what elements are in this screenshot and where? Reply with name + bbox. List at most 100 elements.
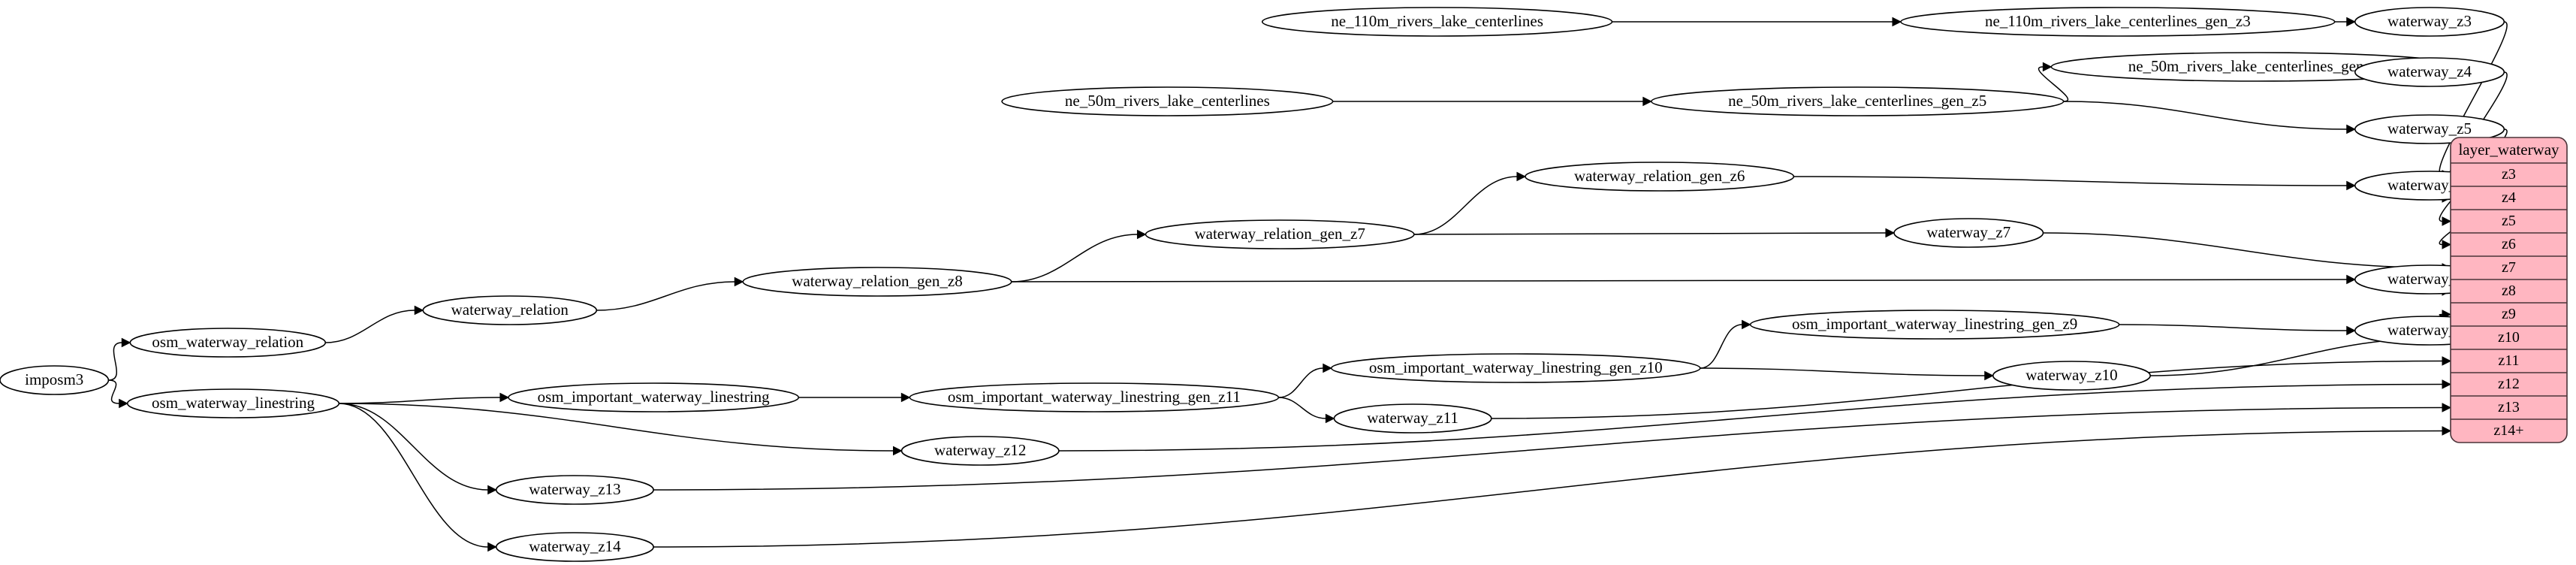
graph-edge: [798, 392, 911, 403]
graph-edge: [108, 379, 128, 409]
graph-edge: [339, 403, 497, 495]
record-row-z13[interactable]: z13: [2498, 399, 2520, 415]
graph-node-osm_important_waterway_linestring[interactable]: osm_important_waterway_linestring: [508, 382, 800, 412]
graph-node-waterway_z14[interactable]: waterway_z14: [495, 532, 654, 562]
graph-edge: [339, 403, 497, 552]
edge-arrowhead: [1323, 363, 1332, 373]
graph-node-waterway_relation_gen_z6[interactable]: waterway_relation_gen_z6: [1525, 162, 1795, 192]
node-label: waterway_z10: [2026, 366, 2117, 384]
edge-arrowhead: [1984, 370, 1994, 381]
edge-arrowhead: [2442, 216, 2452, 226]
graph-node-waterway_z7[interactable]: waterway_z7: [1893, 218, 2044, 248]
edge-arrowhead: [487, 542, 497, 552]
node-ellipse: [1333, 403, 1492, 434]
graph-node-imposm3[interactable]: imposm3: [0, 365, 110, 395]
node-ellipse: [0, 365, 110, 395]
node-label: waterway_z4: [2387, 62, 2472, 80]
graph-node-ne_110m_rivers_lake_centerlines[interactable]: ne_110m_rivers_lake_centerlines: [1261, 7, 1613, 37]
graph-node-waterway_z13[interactable]: waterway_z13: [495, 475, 654, 505]
record-row-z11[interactable]: z11: [2498, 352, 2519, 369]
graph-node-osm_waterway_relation[interactable]: osm_waterway_relation: [129, 328, 327, 358]
graph-edge: [1058, 379, 2452, 452]
record-row-z12[interactable]: z12: [2498, 376, 2520, 392]
record-row-z4[interactable]: z4: [2502, 189, 2516, 206]
node-label: osm_waterway_relation: [152, 333, 303, 351]
node-ellipse: [422, 295, 598, 325]
edge-arrowhead: [2442, 356, 2452, 366]
record-layer: layer_waterway z3 z4 z5 z6 z7 z8 z9 z10 z11 z12 z13…: [2450, 137, 2568, 443]
graph-node-waterway_relation_gen_z8[interactable]: waterway_relation_gen_z8: [742, 267, 1012, 297]
edge-arrowhead: [2042, 62, 2053, 72]
node-ellipse: [126, 388, 340, 418]
graph-node-waterway_z11[interactable]: waterway_z11: [1333, 403, 1492, 434]
graph-edge: [108, 337, 131, 381]
graph-edge: [2043, 232, 2452, 273]
graph-node-waterway_z3[interactable]: waterway_z3: [2354, 7, 2505, 37]
graph-edge: [653, 426, 2452, 548]
graph-node-waterway_z4[interactable]: waterway_z4: [2354, 57, 2505, 87]
record-title: layer_waterway: [2458, 140, 2559, 159]
edge-layer: [108, 17, 2508, 552]
edge-arrowhead: [2346, 180, 2356, 191]
record-row-z14+[interactable]: z14+: [2493, 422, 2523, 439]
graph-edge: [2119, 324, 2356, 336]
graph-node-ne_50m_rivers_lake_centerlines_gen_z5[interactable]: ne_50m_rivers_lake_centerlines_gen_z5: [1651, 86, 2065, 116]
record-row-z7[interactable]: z7: [2502, 259, 2516, 276]
graph-edge: [2038, 62, 2069, 102]
graph-node-ne_110m_rivers_lake_centerlines_gen_z3[interactable]: ne_110m_rivers_lake_centerlines_gen_z3: [1900, 7, 2336, 37]
graph-node-waterway_z10[interactable]: waterway_z10: [1992, 361, 2151, 391]
graph-edge: [339, 403, 903, 456]
graph-edge: [1011, 229, 1147, 282]
graph-node-waterway_z12[interactable]: waterway_z12: [900, 436, 1060, 466]
graph-node-waterway_relation_gen_z7[interactable]: waterway_relation_gen_z7: [1145, 219, 1415, 249]
graph-edge: [2063, 101, 2356, 134]
node-ellipse: [1330, 353, 1701, 383]
edge-arrowhead: [1516, 171, 1527, 182]
node-ellipse: [129, 328, 327, 358]
edge-arrowhead: [121, 337, 131, 348]
edge-arrowhead: [2346, 274, 2356, 285]
graph-node-waterway_z5[interactable]: waterway_z5: [2354, 114, 2505, 144]
graph-node-osm_important_waterway_linestring_gen_z10[interactable]: osm_important_waterway_linestring_gen_z1…: [1330, 353, 1701, 383]
record-row-z10[interactable]: z10: [2498, 329, 2520, 346]
graph-node-osm_waterway_linestring[interactable]: osm_waterway_linestring: [126, 388, 340, 418]
edge-arrowhead: [893, 446, 903, 456]
node-label: waterway_relation_gen_z6: [1574, 167, 1745, 185]
record-node-layer-waterway[interactable]: layer_waterway z3 z4 z5 z6 z7 z8 z9 z10 z11 z12 z13…: [2450, 137, 2568, 443]
graph-node-osm_important_waterway_linestring_gen_z9[interactable]: osm_important_waterway_linestring_gen_z9: [1749, 310, 2120, 340]
record-row-z6[interactable]: z6: [2502, 236, 2516, 252]
node-ellipse: [1749, 310, 2120, 340]
graph-edge: [1413, 228, 1896, 238]
graph-edge: [1612, 17, 1902, 27]
edge-arrowhead: [734, 276, 744, 287]
node-ellipse: [909, 382, 1280, 412]
node-ellipse: [1525, 162, 1795, 192]
record-row-z5[interactable]: z5: [2502, 213, 2516, 229]
node-label: ne_110m_rivers_lake_centerlines: [1331, 12, 1543, 30]
record-row-z9[interactable]: z9: [2502, 306, 2516, 322]
graph-node-waterway_relation[interactable]: waterway_relation: [422, 295, 598, 325]
graph-node-osm_important_waterway_linestring_gen_z11[interactable]: osm_important_waterway_linestring_gen_z1…: [909, 382, 1280, 412]
node-label: ne_110m_rivers_lake_centerlines_gen_z3: [1985, 12, 2251, 30]
node-ellipse: [900, 436, 1060, 466]
record-row-z3[interactable]: z3: [2502, 166, 2516, 183]
node-label: waterway_z11: [1367, 409, 1458, 427]
node-ellipse: [2354, 57, 2505, 87]
edge-arrowhead: [2346, 124, 2356, 134]
node-ellipse: [742, 267, 1012, 297]
graph-edge: [1332, 96, 1652, 107]
record-row-z8[interactable]: z8: [2502, 282, 2516, 299]
node-layer: imposm3 osm_waterway_relation osm_waterway…: [0, 7, 2505, 562]
node-ellipse: [1893, 218, 2044, 248]
graph-edge: [1700, 367, 1994, 381]
graph-node-ne_50m_rivers_lake_centerlines[interactable]: ne_50m_rivers_lake_centerlines: [1001, 86, 1334, 116]
graph-edge: [2334, 17, 2356, 27]
graph-edge: [1278, 397, 1335, 424]
node-label: waterway_z5: [2387, 119, 2472, 137]
graph-edge: [1278, 363, 1332, 398]
graph-edge: [1491, 356, 2452, 419]
node-label: ne_50m_rivers_lake_centerlines_gen_z4: [2128, 57, 2387, 75]
edge-arrowhead: [2442, 403, 2452, 412]
node-label: osm_important_waterway_linestring_gen_z1…: [948, 388, 1241, 406]
